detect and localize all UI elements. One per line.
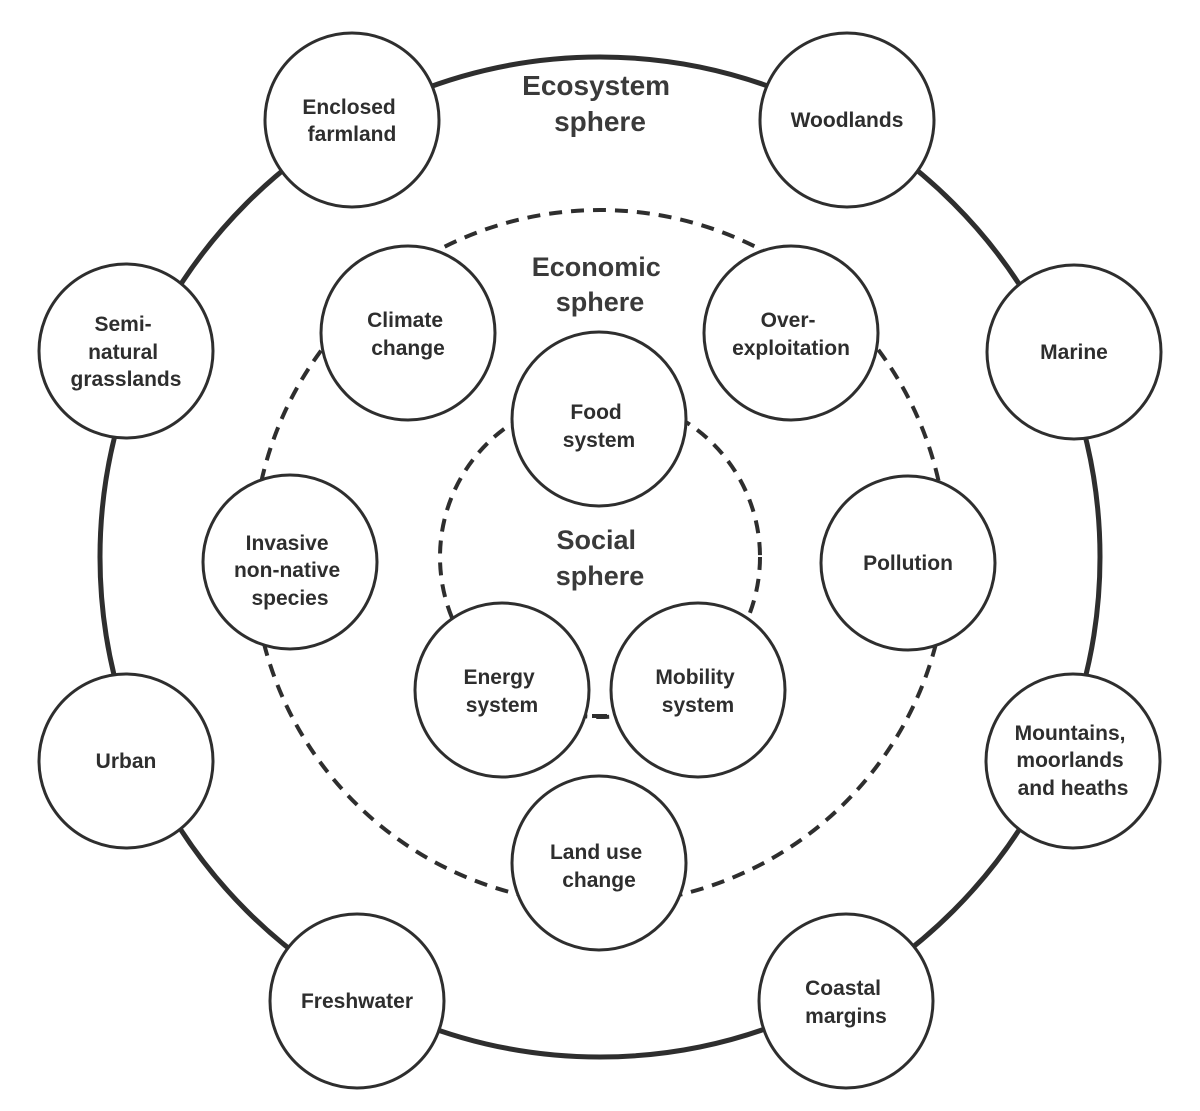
ecosystem-title: Ecosystem sphere bbox=[522, 70, 678, 137]
svg-text:Urban: Urban bbox=[96, 750, 157, 773]
svg-text:Food system: Food system bbox=[563, 401, 635, 452]
svg-text:Mobility system: Mobility system bbox=[655, 666, 740, 717]
svg-text:Semi- natural gras: Semi- natural grasslands bbox=[71, 313, 182, 391]
svg-text:Over- exploitation: Over- exploitation bbox=[732, 309, 850, 360]
svg-text:Mountains, moorlands: Mountains, moorlands and heaths bbox=[1015, 722, 1132, 800]
svg-text:Pollution: Pollution bbox=[863, 552, 953, 575]
node-energy-system: Energy system bbox=[413, 601, 591, 779]
node-freshwater: Freshwater bbox=[268, 912, 446, 1090]
node-invasive-non-native-species: Invasive non-native species bbox=[201, 473, 379, 651]
svg-text:Land use change: Land use change bbox=[550, 841, 648, 892]
svg-text:Woodlands: Woodlands bbox=[791, 109, 904, 132]
node-marine: Marine bbox=[985, 263, 1163, 441]
svg-text:Invasive non-native: Invasive non-native species bbox=[234, 532, 346, 610]
node-woodlands: Woodlands bbox=[758, 31, 936, 209]
node-pollution: Pollution bbox=[819, 474, 997, 652]
svg-text:Enclosed farmland: Enclosed farmland bbox=[302, 96, 401, 146]
node-land-use-change: Land use change bbox=[510, 774, 688, 952]
node-mountains-moorlands-heaths: Mountains, moorlands and heaths bbox=[984, 672, 1162, 850]
svg-text:Marine: Marine bbox=[1040, 341, 1108, 364]
social-title: Social sphere bbox=[556, 525, 645, 591]
node-mobility-system: Mobility system bbox=[609, 601, 787, 779]
node-urban: Urban bbox=[37, 672, 215, 850]
svg-text:Energy system: Energy system bbox=[463, 666, 540, 717]
svg-text:Coastal margins: Coastal margins bbox=[805, 977, 887, 1028]
svg-text:Freshwater: Freshwater bbox=[301, 990, 413, 1013]
economic-title: Economic sphere bbox=[532, 252, 669, 317]
node-climate-change: Climate change bbox=[319, 244, 497, 422]
svg-text:Climate change: Climate change bbox=[367, 309, 449, 360]
node-food-system: Food system bbox=[510, 330, 688, 508]
node-semi-natural-grasslands: Semi- natural grasslands bbox=[37, 262, 215, 440]
ecosystem-ring bbox=[97, 54, 1103, 1060]
node-coastal-margins: Coastal margins bbox=[757, 912, 935, 1090]
node-enclosed-farmland: Enclosed farmland bbox=[263, 31, 441, 209]
node-over-exploitation: Over- exploitation bbox=[702, 244, 880, 422]
